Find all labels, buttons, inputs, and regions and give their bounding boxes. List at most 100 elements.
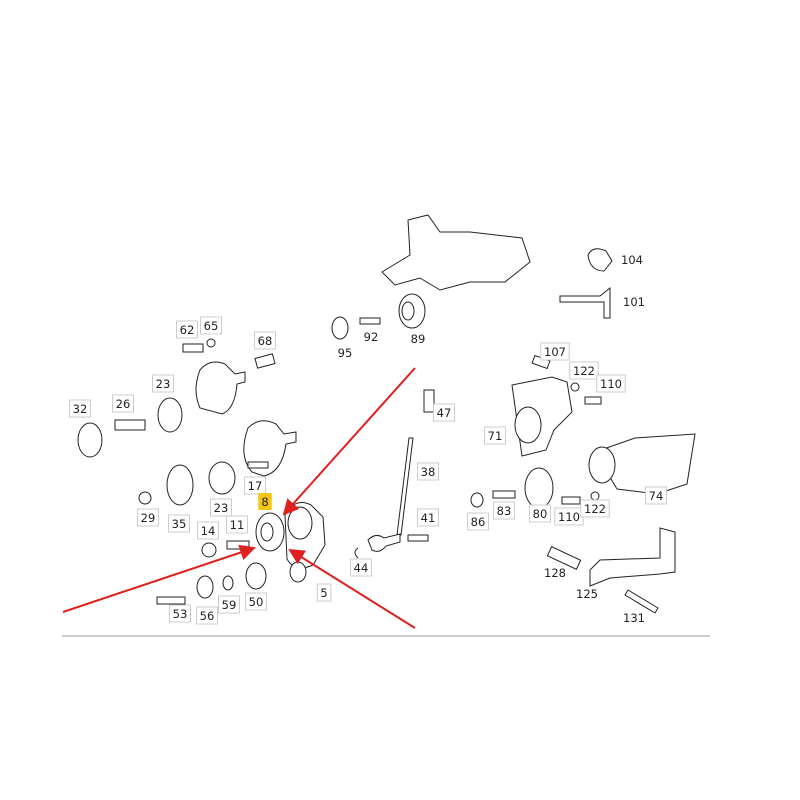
lever — [367, 533, 401, 552]
part-label-71[interactable]: 71 — [484, 426, 506, 445]
part-label-32[interactable]: 32 — [69, 399, 91, 418]
arrow-upper-right — [282, 367, 416, 516]
part-label-122[interactable]: 122 — [580, 499, 610, 518]
part-label-110[interactable]: 110 — [596, 374, 626, 393]
label-box — [152, 374, 174, 393]
label-text: 122 — [584, 502, 606, 516]
label-text: 80 — [533, 507, 548, 521]
housing — [195, 361, 246, 415]
label-text: 89 — [411, 332, 426, 346]
ring-59 — [222, 575, 234, 591]
bolt-83 — [492, 490, 516, 499]
tensioner-pulley-hub — [260, 522, 274, 542]
label-box — [484, 426, 506, 445]
label-box — [210, 498, 232, 517]
label-text: 26 — [116, 397, 131, 411]
part-label-128[interactable]: 128 — [544, 566, 566, 580]
disc-35 — [166, 464, 194, 506]
part-label-38[interactable]: 38 — [417, 462, 439, 481]
pulley-74 — [588, 446, 616, 484]
label-box — [350, 558, 372, 577]
part-label-23[interactable]: 23 — [210, 498, 232, 517]
part-label-110[interactable]: 110 — [554, 507, 584, 526]
part-label-107[interactable]: 107 — [540, 342, 570, 361]
part-label-56[interactable]: 56 — [196, 606, 218, 625]
clip-104 — [587, 248, 613, 272]
part-label-29[interactable]: 29 — [137, 508, 159, 527]
part-label-47[interactable]: 47 — [433, 403, 455, 422]
label-box — [200, 316, 222, 335]
label-text: 47 — [437, 406, 452, 420]
part-label-26[interactable]: 26 — [112, 394, 134, 413]
cap-32 — [77, 422, 103, 458]
label-text: 110 — [558, 510, 580, 524]
tensioner-pulley-2 — [287, 506, 313, 540]
label-text: 95 — [338, 346, 353, 360]
arrow-lower-left — [62, 544, 256, 613]
part-label-14[interactable]: 14 — [197, 521, 219, 540]
part-drawings — [77, 214, 696, 614]
label-box — [196, 606, 218, 625]
part-label-74[interactable]: 74 — [645, 486, 667, 505]
bolt-11 — [226, 540, 250, 550]
part-label-80[interactable]: 80 — [529, 504, 551, 523]
label-box — [226, 515, 248, 534]
stud-17 — [247, 461, 269, 469]
tensioner-body-detail — [289, 561, 307, 583]
part-label-53[interactable]: 53 — [169, 604, 191, 623]
part-label-11[interactable]: 11 — [226, 515, 248, 534]
part-label-8[interactable]: 8 — [258, 493, 272, 510]
label-text: 86 — [471, 515, 486, 529]
part-label-83[interactable]: 83 — [493, 501, 515, 520]
part-label-65[interactable]: 65 — [200, 316, 222, 335]
sleeve-128 — [546, 546, 582, 570]
engine-bracket — [381, 214, 531, 291]
plug-14 — [201, 542, 217, 558]
label-text: 74 — [649, 489, 664, 503]
label-box — [529, 504, 551, 523]
part-label-23[interactable]: 23 — [152, 374, 174, 393]
part-label-86[interactable]: 86 — [467, 512, 489, 531]
part-label-5[interactable]: 5 — [316, 583, 332, 602]
bolt-110b — [561, 496, 581, 505]
label-box — [254, 331, 276, 350]
label-box — [197, 521, 219, 540]
pulley-hub — [401, 301, 415, 321]
part-label-95[interactable]: 95 — [338, 346, 353, 360]
part-label-62[interactable]: 62 — [176, 320, 198, 339]
label-box — [417, 462, 439, 481]
label-text: 17 — [248, 479, 263, 493]
label-text: 35 — [172, 517, 187, 531]
label-text: 53 — [173, 607, 188, 621]
part-label-92[interactable]: 92 — [364, 330, 379, 344]
label-text: 104 — [621, 253, 643, 267]
label-text: 41 — [421, 511, 436, 525]
label-text: 44 — [354, 561, 369, 575]
part-label-89[interactable]: 89 — [411, 332, 426, 346]
pulley-80 — [524, 467, 554, 509]
label-box — [258, 493, 272, 510]
part-label-44[interactable]: 44 — [350, 558, 372, 577]
label-box — [218, 595, 240, 614]
part-label-131[interactable]: 131 — [623, 611, 645, 625]
bracket-125 — [589, 527, 676, 587]
part-label-35[interactable]: 35 — [168, 514, 190, 533]
bracket-74 — [594, 433, 696, 495]
part-label-125[interactable]: 125 — [576, 587, 598, 601]
part-label-68[interactable]: 68 — [254, 331, 276, 350]
bracket-101 — [559, 286, 611, 319]
part-label-17[interactable]: 17 — [244, 476, 266, 495]
label-text: 59 — [222, 598, 237, 612]
label-box — [467, 512, 489, 531]
part-label-104[interactable]: 104 — [621, 253, 643, 267]
label-box — [493, 501, 515, 520]
part-label-50[interactable]: 50 — [245, 592, 267, 611]
sleeve-68 — [254, 353, 276, 369]
part-label-41[interactable]: 41 — [417, 508, 439, 527]
part-label-101[interactable]: 101 — [623, 295, 645, 309]
cap-95 — [331, 316, 349, 340]
part-label-59[interactable]: 59 — [218, 595, 240, 614]
label-text: 29 — [141, 511, 156, 525]
part-label-122[interactable]: 122 — [569, 361, 599, 380]
